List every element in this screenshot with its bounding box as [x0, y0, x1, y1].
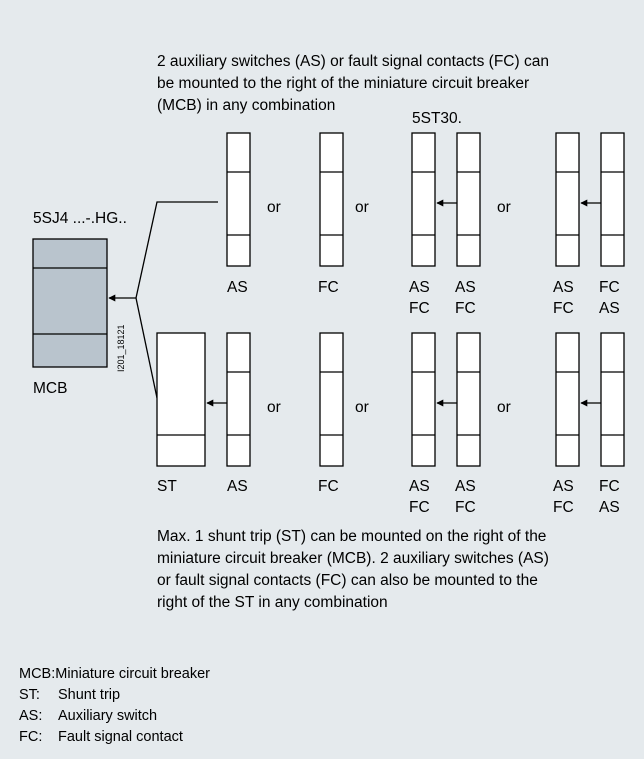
- legend-row: AS: Auxiliary switch: [19, 706, 210, 727]
- legend-text: Auxiliary switch: [58, 708, 158, 724]
- top-option-2: [319, 132, 344, 267]
- module-label: FC: [409, 300, 430, 317]
- bottom-option-3: [411, 332, 481, 467]
- legend-row: ST: Shunt trip: [19, 685, 210, 706]
- figure-id: I201_18121: [116, 324, 126, 372]
- top-option-3: [411, 132, 481, 267]
- legend-text: Shunt trip: [58, 687, 121, 703]
- legend-row: FC: Fault signal contact: [19, 727, 210, 748]
- module-label: AS: [455, 279, 476, 296]
- or-label: or: [355, 399, 369, 416]
- top-caption-line: (MCB) in any combination: [157, 97, 336, 114]
- mcb-label: MCB: [33, 380, 68, 397]
- module-label: ST: [157, 478, 177, 495]
- bottom-option-1: [156, 332, 251, 467]
- legend-key: ST:: [19, 687, 40, 703]
- module-label: FC: [599, 478, 620, 495]
- legend-key: FC:: [19, 729, 43, 745]
- module-label: AS: [409, 478, 430, 495]
- legend: MCB: Miniature circuit breaker ST: Shunt…: [19, 664, 210, 748]
- top-caption: 2 auxiliary switches (AS) or fault signa…: [157, 51, 549, 117]
- legend-text: Fault signal contact: [58, 729, 183, 745]
- bottom-option-2: [319, 332, 344, 467]
- legend-row: MCB: Miniature circuit breaker: [19, 664, 210, 685]
- top-option-4: [555, 132, 625, 267]
- module-label: FC: [599, 279, 620, 296]
- mcb-model-label: 5SJ4 ...-.HG..: [33, 210, 127, 227]
- or-label: or: [267, 199, 281, 216]
- module-label: AS: [553, 478, 574, 495]
- branch-line-upper: [135, 201, 218, 299]
- module-label: AS: [455, 478, 476, 495]
- module-label: FC: [553, 300, 574, 317]
- bottom-option-4: [555, 332, 625, 467]
- bottom-caption-line: miniature circuit breaker (MCB). 2 auxil…: [157, 550, 549, 567]
- module-label: AS: [599, 300, 620, 317]
- module-label: AS: [409, 279, 430, 296]
- module-label: FC: [318, 279, 339, 296]
- module-label: AS: [553, 279, 574, 296]
- module-label: FC: [455, 499, 476, 516]
- module-label: AS: [227, 478, 248, 495]
- module-label: AS: [227, 279, 248, 296]
- module-label: FC: [318, 478, 339, 495]
- model-label: 5ST30.: [412, 110, 462, 127]
- bottom-caption-line: or fault signal contacts (FC) can also b…: [157, 572, 538, 589]
- bottom-caption-line: right of the ST in any combination: [157, 594, 388, 611]
- bottom-caption: Max. 1 shunt trip (ST) can be mounted on…: [157, 526, 549, 614]
- module-label: FC: [553, 499, 574, 516]
- or-label: or: [497, 399, 511, 416]
- mcb-body: [32, 238, 108, 368]
- module-label: FC: [409, 499, 430, 516]
- or-label: or: [497, 199, 511, 216]
- or-label: or: [267, 399, 281, 416]
- legend-text: Miniature circuit breaker: [55, 666, 210, 682]
- top-caption-line: be mounted to the right of the miniature…: [157, 75, 530, 92]
- bottom-caption-line: Max. 1 shunt trip (ST) can be mounted on…: [157, 528, 547, 545]
- top-option-1: [226, 132, 251, 267]
- module-label: AS: [599, 499, 620, 516]
- legend-key: AS:: [19, 708, 43, 724]
- branch-line-lower: [135, 297, 158, 399]
- or-label: or: [355, 199, 369, 216]
- module-label: FC: [455, 300, 476, 317]
- legend-key: MCB:: [19, 666, 56, 682]
- top-caption-line: 2 auxiliary switches (AS) or fault signa…: [157, 53, 549, 70]
